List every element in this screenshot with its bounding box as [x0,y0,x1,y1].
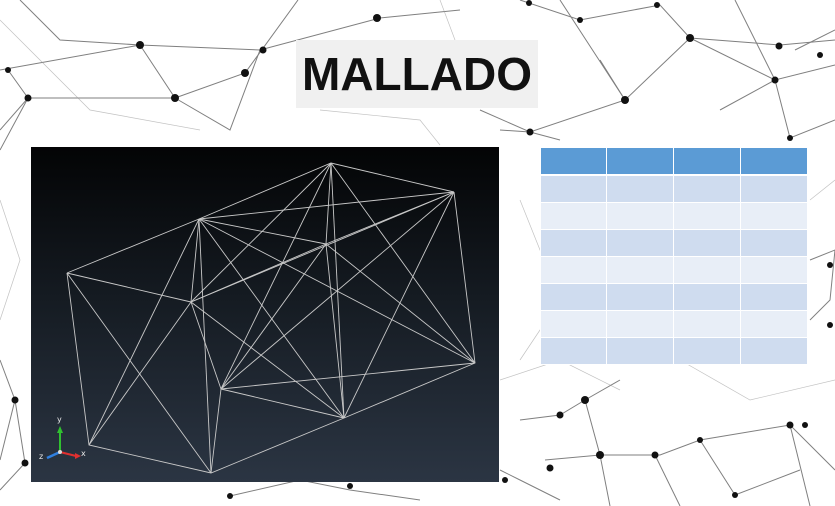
table-cell [606,283,674,311]
table-cell [540,310,607,338]
mesh-wireframe [46,162,476,474]
table-header-cell [606,147,674,176]
axis-triad [46,426,81,460]
table-cell [606,229,674,257]
table-row [540,256,808,284]
table-cell [740,256,808,284]
table-cell [540,174,607,203]
table-cell [540,202,607,230]
table-cell [740,310,808,338]
table-cell [673,202,741,230]
table-cell [540,337,607,365]
axis-label-z: z [39,452,44,461]
data-table [540,147,808,365]
table-cell [673,310,741,338]
table-cell [740,337,808,365]
table-cell [740,174,808,203]
axis-label-y: y [57,415,62,424]
table-row [540,337,808,365]
table-cell [673,256,741,284]
table-header-cell [740,147,808,176]
data-table-container [540,147,808,365]
table-header-cell [540,147,607,176]
title-box: MALLADO [296,40,538,108]
table-cell [740,283,808,311]
table-cell [673,229,741,257]
table-cell [606,337,674,365]
table-cell [540,256,607,284]
table-header-row [540,147,808,176]
table-row [540,174,808,203]
table-cell [540,229,607,257]
axis-label-x: x [81,449,86,458]
mesh-viewport: y x z [31,147,499,482]
slide-title: MALLADO [302,48,532,100]
table-cell [740,202,808,230]
table-header-cell [673,147,741,176]
table-cell [540,283,607,311]
table-cell [606,310,674,338]
table-row [540,283,808,311]
table-row [540,229,808,257]
table-cell [740,229,808,257]
table-cell [606,256,674,284]
table-cell [673,174,741,203]
table-row [540,202,808,230]
table-cell [606,174,674,203]
table-cell [673,283,741,311]
table-cell [606,202,674,230]
table-row [540,310,808,338]
table-cell [673,337,741,365]
